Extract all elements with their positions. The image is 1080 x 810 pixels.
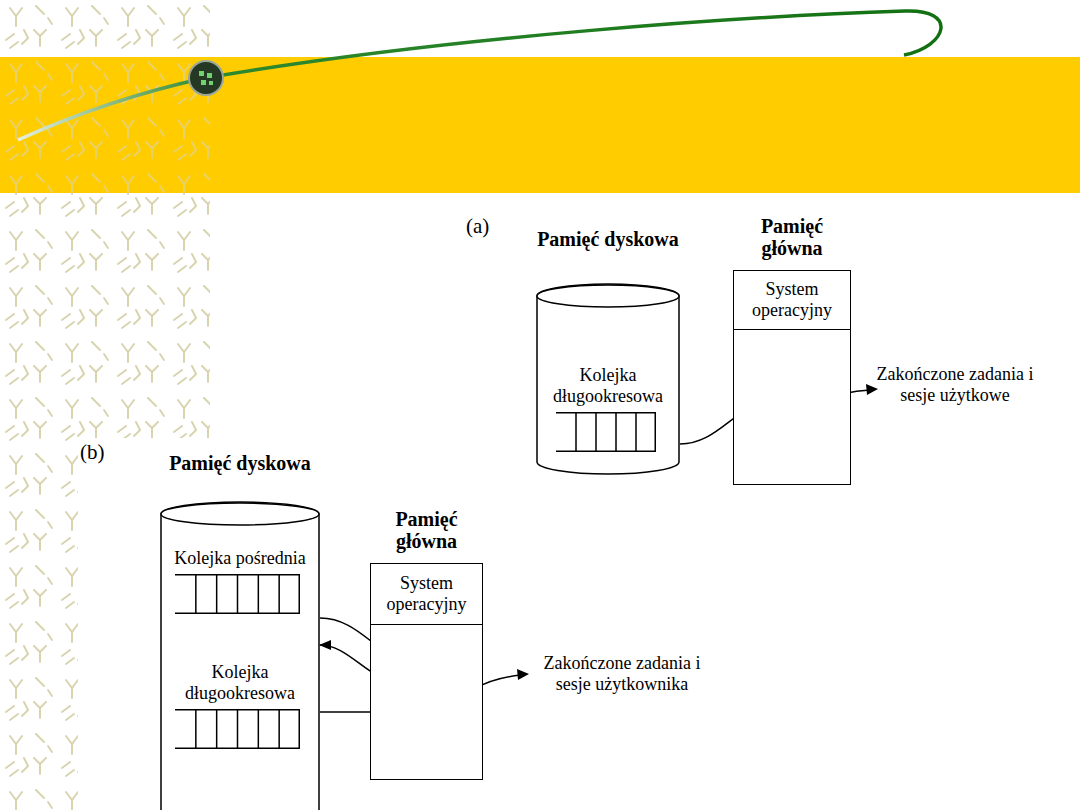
cylinder-body [161,502,319,810]
queue-label-text: Kolejka długookresowa [553,365,663,406]
queue-label: Kolejka pośrednia [160,548,320,569]
main-memory: Pamięć głównaSystem operacyjny [733,215,851,485]
storage-heading: Pamięć dyskowa [160,452,320,474]
title-band [0,57,1080,193]
queue: Kolejka pośrednia [160,548,320,614]
storage-heading: Pamięć główna [370,508,483,552]
os-label: System operacyjny [376,573,477,615]
queue-label-text: Kolejka długookresowa [185,662,295,703]
figure-tag: (a) [466,214,506,238]
storage-heading-text: Pamięć dyskowa [169,452,311,474]
cylinder-top [161,503,319,525]
exit-arrowhead [517,669,529,680]
band-texture [0,57,210,193]
storage-heading-text: Pamięć główna [761,215,823,259]
cylinder-body [537,284,679,474]
queue-cells [556,412,656,452]
cylinder-top [537,285,679,307]
queue-cell-lines [175,574,300,614]
queue: Kolejka długookresowa [160,662,320,749]
output-label: Zakończone zadania i sesje użytkowe [872,364,1038,406]
queue: Kolejka długookresowa [536,365,680,452]
os-region: System operacyjny [733,270,851,330]
storage-heading: Pamięć główna [733,215,851,259]
storage-heading: Pamięć dyskowa [536,228,680,250]
orbit-ball [189,61,223,95]
ball-spots [199,71,213,85]
os-label: System operacyjny [739,279,845,321]
queue-label: Kolejka długookresowa [160,662,320,704]
queue-cells [175,709,300,749]
main-memory: Pamięć głównaSystem operacyjny [370,508,483,780]
queue-cell-lines [175,709,300,749]
storage-heading-text: Pamięć główna [395,508,457,552]
disk-storage: Pamięć dyskowaKolejka pośredniaKolejka d… [160,452,320,810]
disk-storage: Pamięć dyskowaKolejka długookresowa [536,228,680,474]
orbit-line [18,11,941,140]
output-label: Zakończone zadania i sesje użytkownika [531,653,713,695]
storage-heading-text: Pamięć dyskowa [537,228,679,250]
queue-label: Kolejka długookresowa [536,365,680,407]
queue-label-text: Kolejka pośrednia [174,548,305,568]
os-label-text: System operacyjny [752,279,832,320]
queue-cells [175,574,300,614]
figure-tag: (b) [80,440,120,464]
queue-cell-lines [556,412,656,452]
os-region: System operacyjny [370,563,483,625]
exit-arrowhead [866,384,878,395]
os-label-text: System operacyjny [387,573,467,614]
